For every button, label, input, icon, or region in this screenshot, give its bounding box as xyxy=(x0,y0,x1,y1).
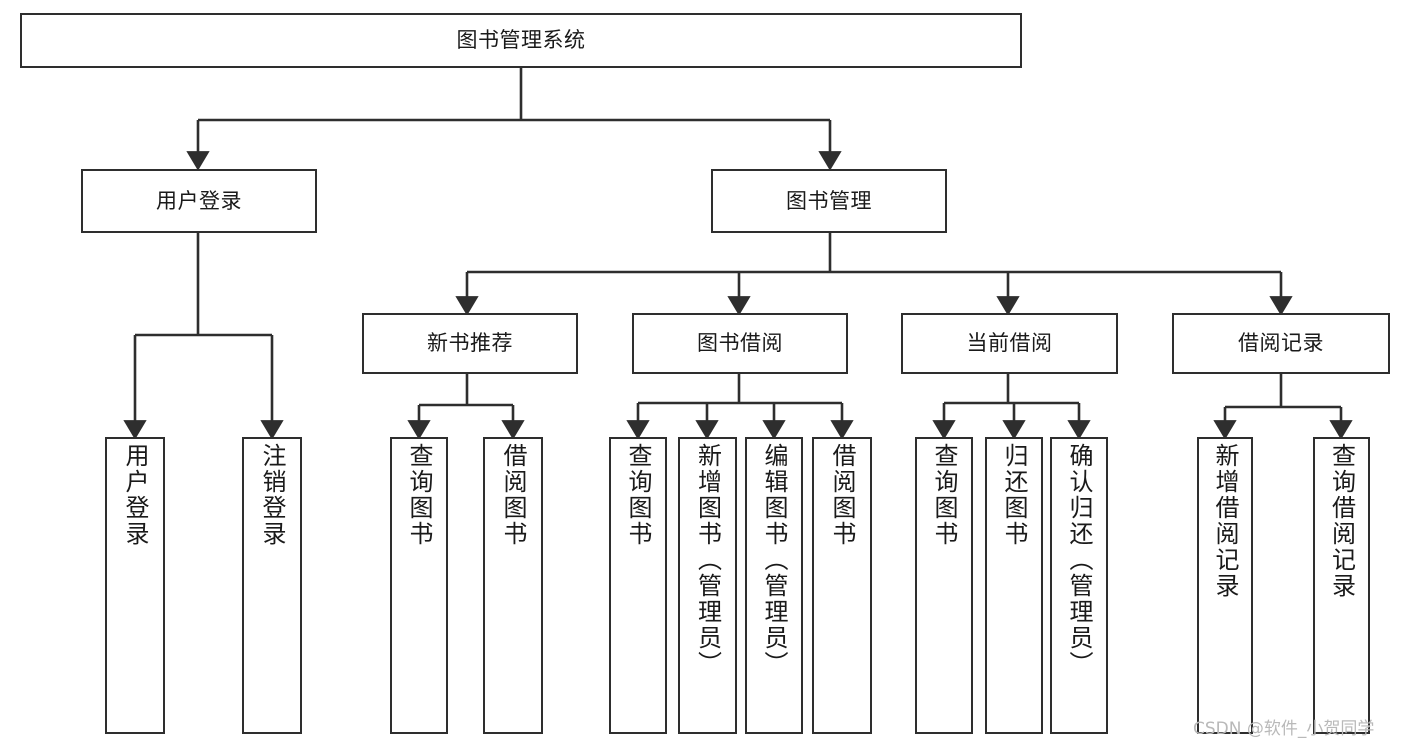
leaf-newbook-borrow-book[interactable]: 借阅图书 xyxy=(483,437,543,734)
node-current-borrow[interactable]: 当前借阅 xyxy=(901,313,1118,374)
node-current-borrow-label: 当前借阅 xyxy=(966,331,1053,356)
leaf-borrow-edit-book-admin[interactable]: 编辑图书（管理员） xyxy=(745,437,803,734)
node-book-management[interactable]: 图书管理 xyxy=(711,169,947,233)
leaf-borrow-query-book-label: 查询图书 xyxy=(624,443,652,547)
leaf-current-return-book[interactable]: 归还图书 xyxy=(985,437,1043,734)
csdn-watermark: CSDN @软件_小贺同学 xyxy=(1193,719,1375,739)
leaf-borrow-query-book[interactable]: 查询图书 xyxy=(609,437,667,734)
leaf-current-query-book-label: 查询图书 xyxy=(930,443,958,547)
leaf-user-login[interactable]: 用户登录 xyxy=(105,437,165,734)
leaf-borrow-lend-book[interactable]: 借阅图书 xyxy=(812,437,872,734)
node-new-book-recommend-label: 新书推荐 xyxy=(427,331,513,356)
leaf-newbook-borrow-book-label: 借阅图书 xyxy=(499,443,527,547)
node-borrow-record[interactable]: 借阅记录 xyxy=(1172,313,1390,374)
node-book-borrow[interactable]: 图书借阅 xyxy=(632,313,848,374)
node-borrow-record-label: 借阅记录 xyxy=(1238,331,1324,356)
leaf-record-query-record-label: 查询借阅记录 xyxy=(1327,443,1356,599)
leaf-borrow-add-book-admin-label: 新增图书（管理员） xyxy=(693,443,722,677)
node-user-login-label: 用户登录 xyxy=(156,188,242,213)
leaf-borrow-lend-book-label: 借阅图书 xyxy=(828,443,856,547)
node-new-book-recommend[interactable]: 新书推荐 xyxy=(362,313,578,374)
leaf-record-query-record[interactable]: 查询借阅记录 xyxy=(1313,437,1370,734)
node-root-label: 图书管理系统 xyxy=(456,28,586,53)
leaf-user-logout[interactable]: 注销登录 xyxy=(242,437,302,734)
leaf-current-confirm-return-admin[interactable]: 确认归还（管理员） xyxy=(1050,437,1108,734)
node-book-borrow-label: 图书借阅 xyxy=(697,331,783,356)
leaf-record-add-record[interactable]: 新增借阅记录 xyxy=(1197,437,1253,734)
leaf-newbook-query-book[interactable]: 查询图书 xyxy=(390,437,448,734)
node-root[interactable]: 图书管理系统 xyxy=(20,13,1022,68)
leaf-user-login-label: 用户登录 xyxy=(121,443,149,547)
leaf-borrow-edit-book-admin-label: 编辑图书（管理员） xyxy=(760,443,788,677)
leaf-current-confirm-return-admin-label: 确认归还（管理员） xyxy=(1065,443,1093,677)
node-user-login[interactable]: 用户登录 xyxy=(81,169,317,233)
node-book-management-label: 图书管理 xyxy=(786,188,872,213)
leaf-current-return-book-label: 归还图书 xyxy=(1000,443,1028,547)
leaf-user-logout-label: 注销登录 xyxy=(258,443,286,547)
leaf-current-query-book[interactable]: 查询图书 xyxy=(915,437,973,734)
leaf-borrow-add-book-admin[interactable]: 新增图书（管理员） xyxy=(678,437,737,734)
leaf-record-add-record-label: 新增借阅记录 xyxy=(1211,443,1239,599)
leaf-newbook-query-book-label: 查询图书 xyxy=(405,443,433,547)
